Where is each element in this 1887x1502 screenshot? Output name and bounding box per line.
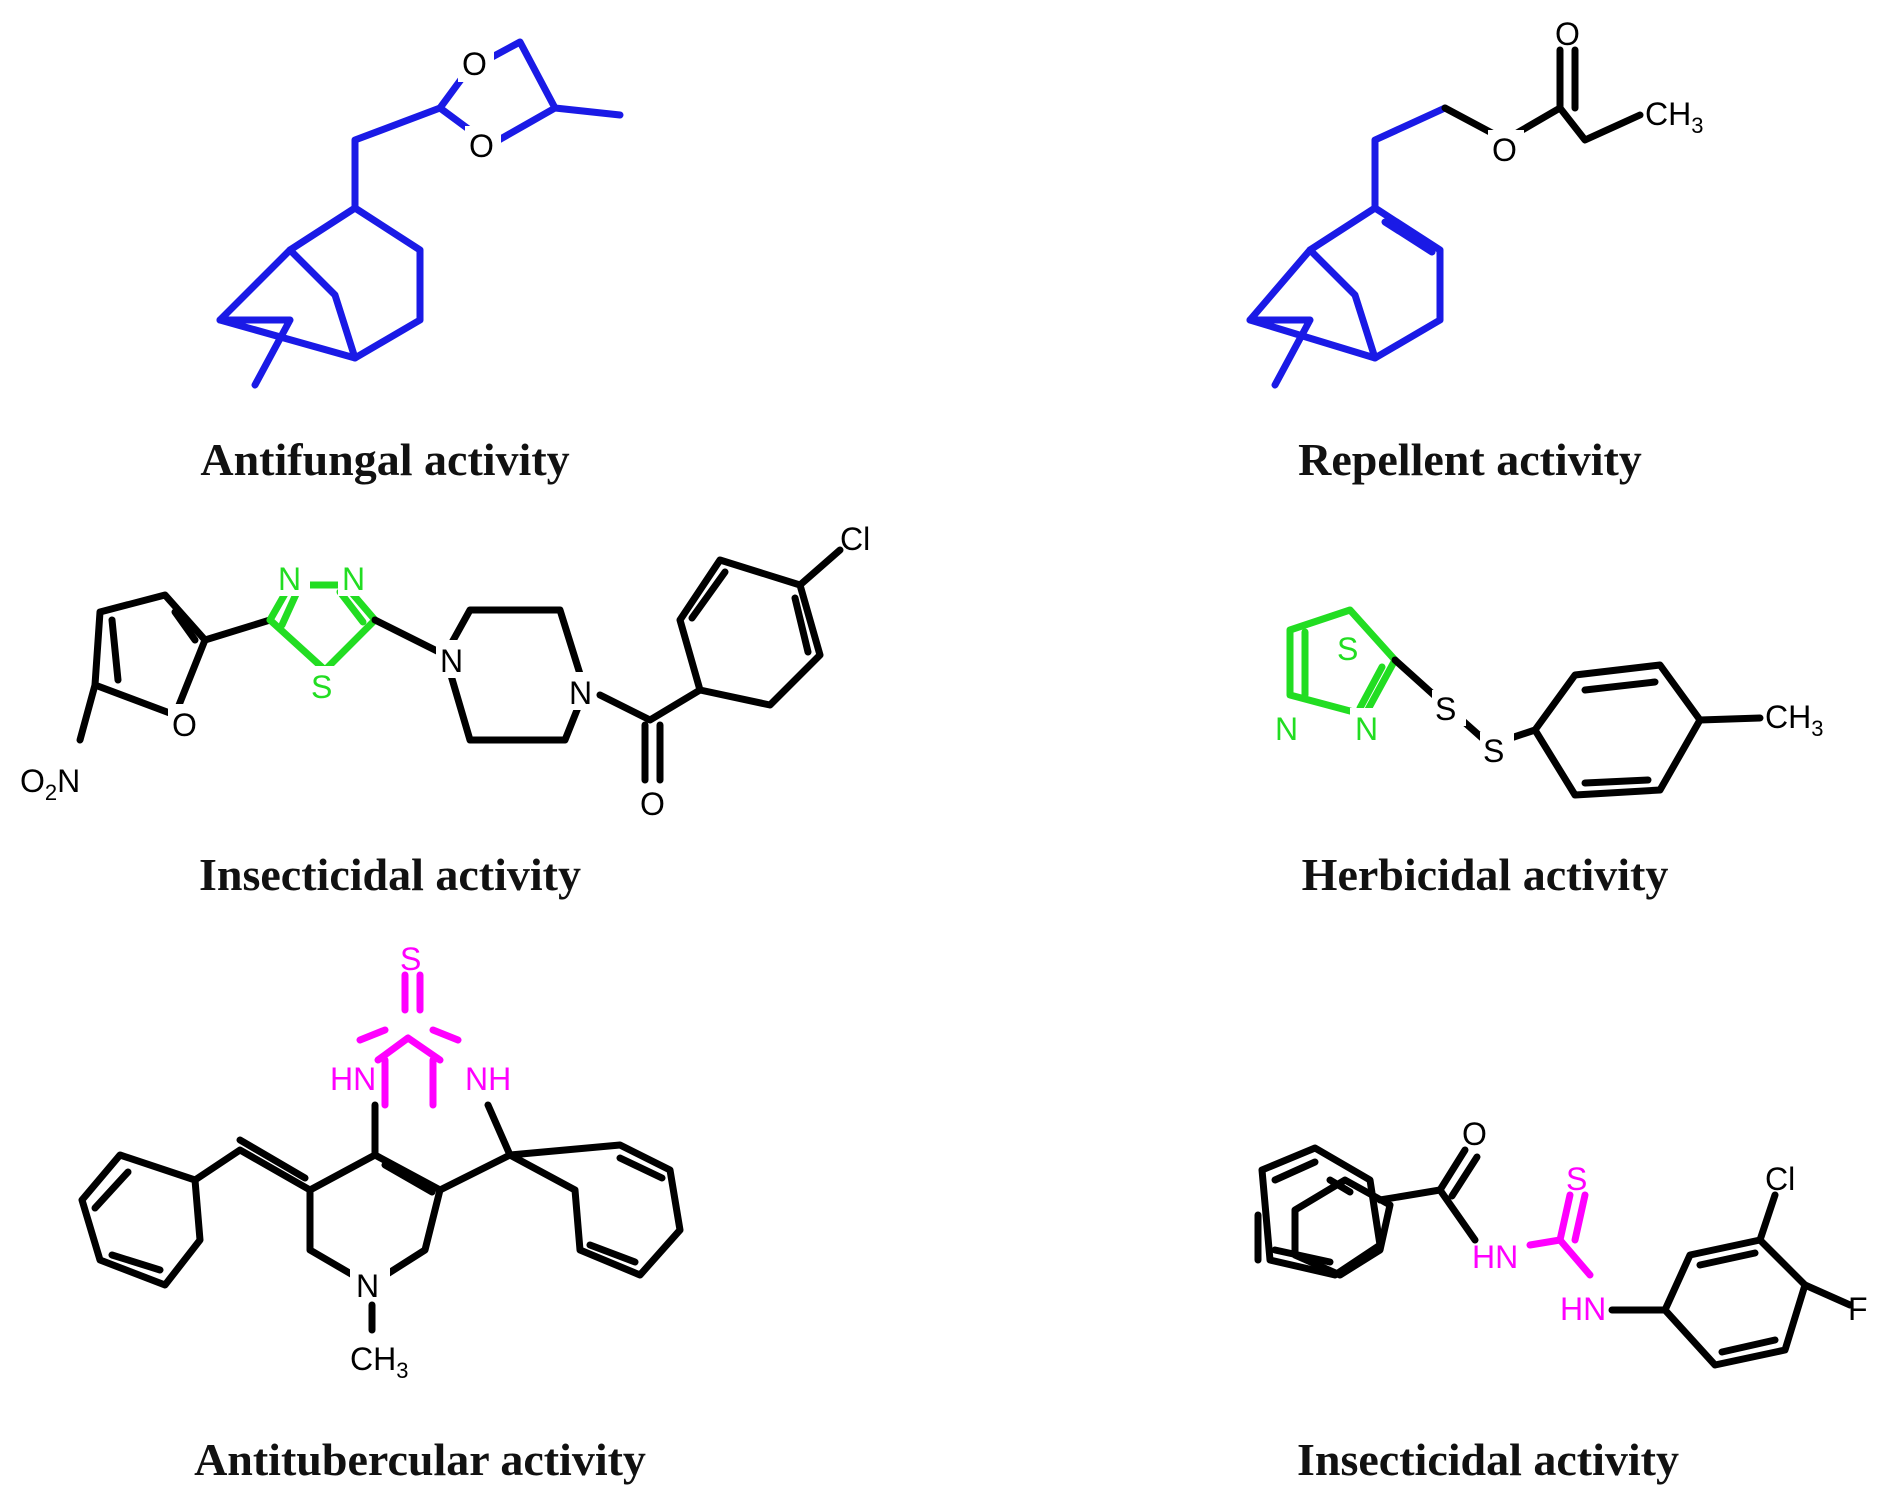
molecule-insecticidal-2: O S HN HN Cl F — [1254, 1116, 1868, 1369]
molecule-antifungal: O O — [216, 38, 624, 389]
bond-line — [351, 104, 444, 212]
bond-line — [1254, 1176, 1354, 1264]
bond-line — [191, 1146, 314, 1194]
bond-line — [641, 721, 664, 784]
atom-oxygen: O — [172, 707, 197, 743]
atom-oxygen: O — [1555, 16, 1580, 52]
bond-line — [91, 591, 209, 719]
atom-nitrogen: N — [356, 1268, 379, 1304]
bond-line — [108, 608, 199, 684]
bond-line — [278, 588, 367, 629]
atom-sulfur: S — [400, 941, 421, 977]
bond-line — [586, 1154, 666, 1266]
bond-line — [371, 616, 449, 659]
atom-chlorine: Cl — [840, 521, 870, 557]
molecule-herbicidal: S N N S S CH3 — [1270, 606, 1823, 799]
atom-methyl: CH3 — [1645, 96, 1703, 138]
bond-line — [1526, 1236, 1594, 1279]
bond-line — [1696, 1249, 1779, 1356]
atom-chlorine: Cl — [1765, 1161, 1795, 1197]
bond-line — [1371, 104, 1449, 212]
bond-line — [201, 616, 274, 644]
bond-line — [596, 686, 704, 724]
bond-line — [356, 1026, 462, 1044]
bond-line — [306, 1151, 444, 1289]
bond-line — [91, 1168, 164, 1274]
caption-antitubercular: Antitubercular activity — [194, 1434, 646, 1485]
atom-oxygen: O — [640, 786, 665, 822]
atom-nitrogen: N — [569, 675, 592, 711]
bond-line — [76, 681, 99, 744]
bond-line — [796, 546, 844, 589]
bond-line — [236, 1136, 309, 1182]
bond-line — [1581, 678, 1659, 787]
bond-line — [286, 246, 359, 362]
atom-oxygen: O — [1492, 132, 1517, 168]
molecule-repellent: O O CH3 — [1246, 16, 1703, 389]
atom-methyl: CH3 — [1765, 699, 1823, 741]
bond-line — [1301, 628, 1386, 712]
bond-line — [1801, 1281, 1854, 1309]
bond-line — [688, 568, 812, 656]
bond-line — [381, 1056, 437, 1109]
atom-nitrogen: N — [1355, 711, 1378, 747]
atom-oxygen: O — [1462, 1116, 1487, 1152]
atom-oxygen: O — [462, 46, 487, 82]
bond-line — [551, 104, 624, 119]
atom-nitrogen: N — [1275, 711, 1298, 747]
molecule-antitubercular: S HN NH N CH3 — [78, 941, 684, 1383]
atom-sulfur: S — [1337, 631, 1358, 667]
bond-line — [1376, 1186, 1479, 1244]
bond-line — [1271, 1158, 1334, 1266]
atom-sulfur: S — [311, 669, 332, 705]
bond-line — [1381, 218, 1436, 256]
caption-insecticidal-2: Insecticidal activity — [1297, 1434, 1679, 1485]
atom-sulfur: S — [1566, 1161, 1587, 1197]
bond-line — [1258, 1144, 1384, 1279]
nitro-group: O2N — [20, 763, 80, 805]
atom-sulfur: S — [1435, 691, 1456, 727]
atom-nh: HN — [330, 1061, 376, 1097]
bond-line — [1556, 1191, 1589, 1244]
atom-methyl: CH3 — [350, 1341, 408, 1383]
atom-oxygen: O — [469, 128, 494, 164]
bond-line — [371, 1101, 514, 1194]
bond-line — [1246, 316, 1314, 389]
bond-line — [1556, 46, 1579, 112]
atom-nitrogen: N — [342, 561, 365, 597]
caption-antifungal: Antifungal activity — [200, 434, 569, 485]
atom-nitrogen: N — [278, 561, 301, 597]
bond-line — [1441, 104, 1644, 144]
molecule-insecticidal-1: O O2N N N S N N O Cl — [20, 521, 870, 822]
atom-sulfur: S — [1483, 733, 1504, 769]
bond-line — [266, 581, 379, 674]
bond-line — [1696, 714, 1764, 724]
bond-line — [78, 1151, 204, 1289]
caption-herbicidal: Herbicidal activity — [1302, 849, 1669, 900]
atom-nh: NH — [465, 1061, 511, 1097]
caption-repellent: Repellent activity — [1298, 434, 1642, 485]
atom-nh: HN — [1472, 1239, 1518, 1275]
bond-line — [401, 971, 424, 1014]
bond-line — [216, 316, 294, 389]
atom-nh: HN — [1560, 1291, 1606, 1327]
bond-line — [381, 1161, 436, 1196]
bond-line — [374, 1034, 444, 1064]
bond-line — [1306, 246, 1379, 362]
caption-insecticidal-1: Insecticidal activity — [199, 849, 581, 900]
bond-line — [506, 1141, 684, 1279]
atom-nitrogen: N — [440, 643, 463, 679]
bond-line — [1436, 1146, 1481, 1200]
atom-fluorine: F — [1848, 1291, 1868, 1327]
bond-line — [1756, 1191, 1779, 1244]
